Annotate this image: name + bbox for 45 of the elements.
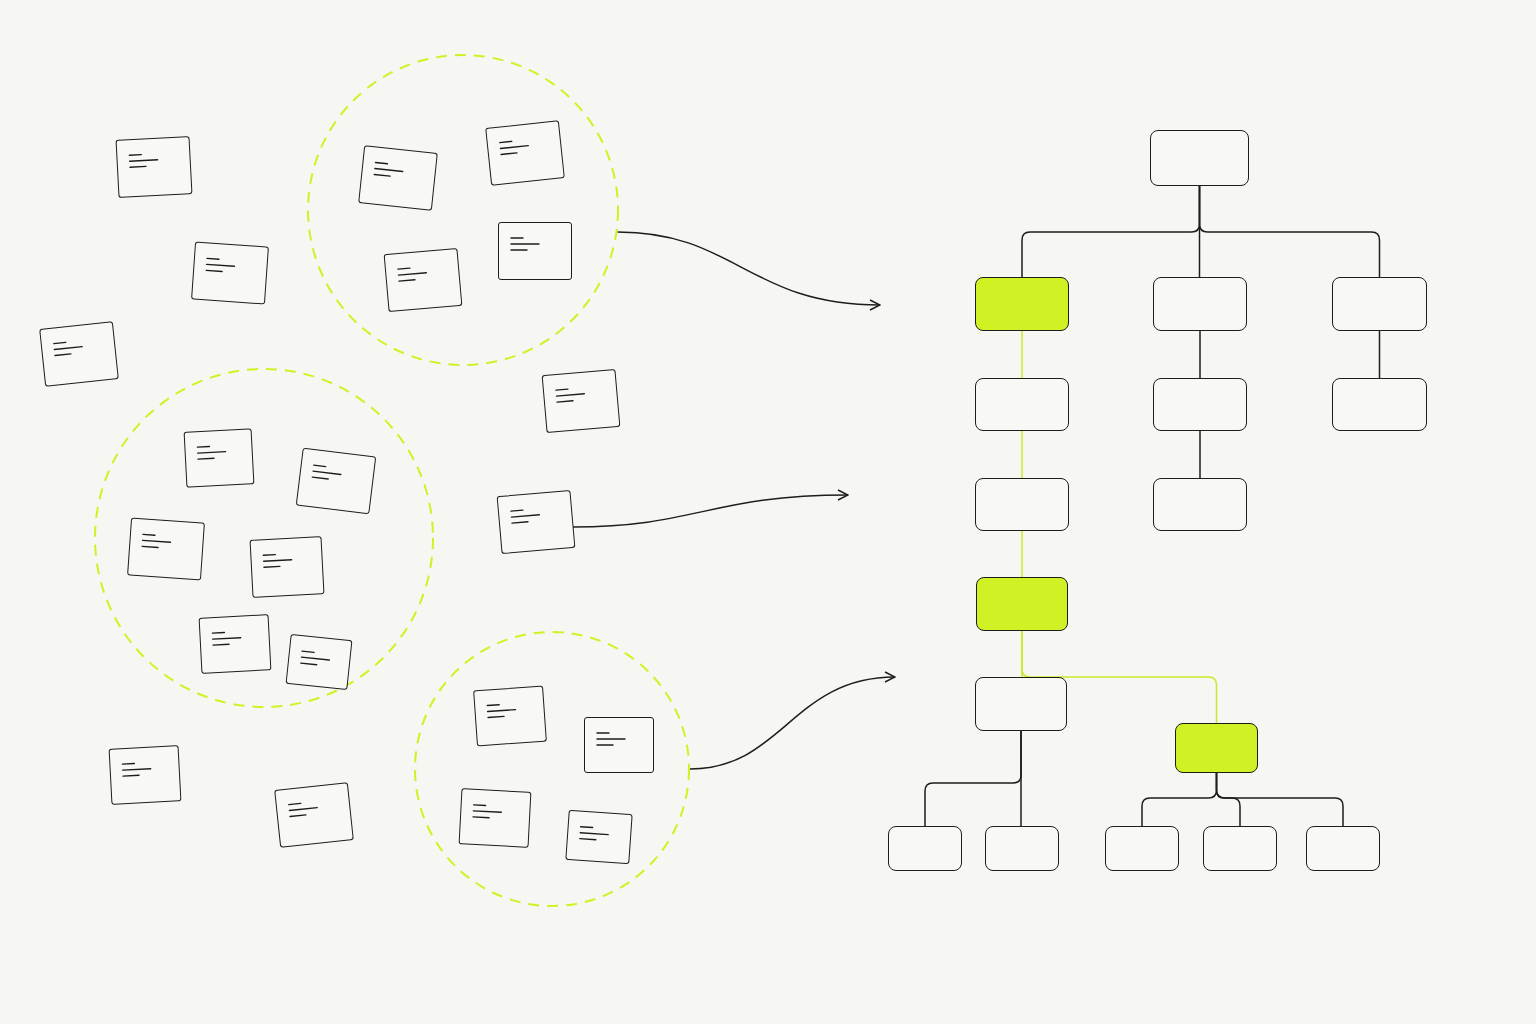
connector-line (1021, 530, 1023, 578)
tree-box (1203, 826, 1277, 871)
note-card (458, 788, 532, 848)
connector-line (1199, 330, 1201, 379)
tree-box (1153, 277, 1247, 331)
connector-line (1021, 430, 1023, 479)
tree-box (1306, 826, 1380, 871)
arrow (572, 489, 849, 528)
highlighted-box (976, 577, 1068, 631)
tree-box (975, 378, 1069, 431)
tree-box (888, 826, 962, 871)
dashed-circle (307, 54, 619, 366)
tree-box (975, 478, 1069, 531)
connector-line (1020, 730, 1022, 827)
connector-line (1199, 430, 1201, 479)
dashed-circle (94, 368, 434, 708)
note-card (473, 685, 547, 747)
tree-box (1105, 826, 1179, 871)
tree-box (1150, 130, 1249, 186)
note-card (198, 614, 272, 674)
connector-line (1215, 772, 1344, 827)
tree-box (1332, 277, 1427, 331)
note-card (115, 136, 193, 198)
connector-line (1378, 330, 1381, 379)
highlighted-box (1175, 723, 1258, 773)
note-card (565, 809, 633, 865)
tree-box (985, 826, 1059, 871)
note-card (584, 717, 654, 773)
tree-box (1153, 478, 1247, 531)
connector-line (1021, 330, 1023, 379)
note-card (108, 745, 182, 805)
arrow (689, 672, 896, 770)
note-card (498, 222, 572, 280)
highlighted-box (975, 277, 1069, 331)
note-card (191, 241, 269, 305)
dashed-circle (414, 631, 690, 907)
note-card (127, 517, 205, 581)
connector-line (1198, 185, 1381, 278)
connector-line (1021, 630, 1218, 724)
note-card (183, 428, 255, 488)
arrow (616, 231, 881, 311)
tree-box (975, 677, 1067, 731)
tree-box (1332, 378, 1427, 431)
tree-box (1153, 378, 1247, 431)
note-card (249, 536, 325, 598)
